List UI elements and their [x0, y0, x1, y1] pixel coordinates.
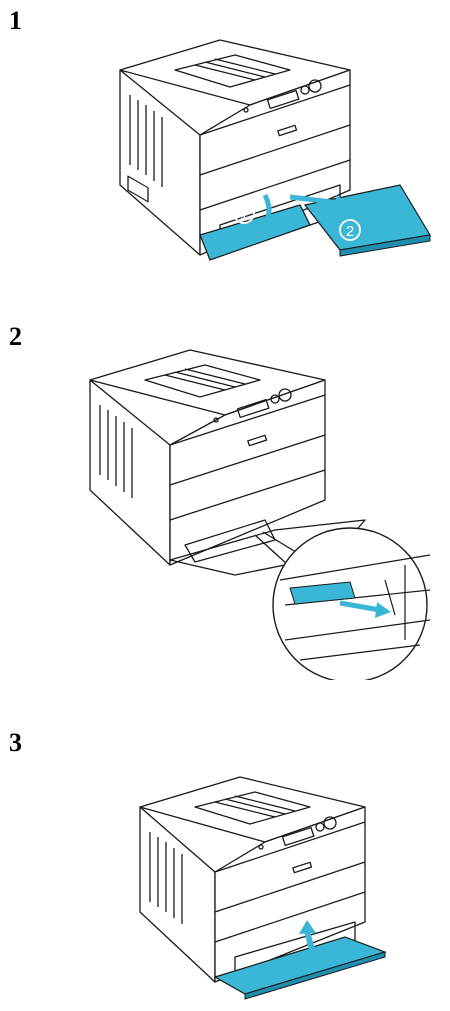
step-3-illustration	[139, 776, 387, 1000]
callout-2-circle	[339, 219, 361, 241]
step-2-illustration	[89, 349, 431, 680]
step-3-number: 3	[9, 728, 22, 757]
step-1-number: 1	[9, 6, 22, 35]
callout-1-circle	[233, 202, 255, 224]
callout-2-label: 2	[346, 223, 354, 240]
step-1-illustration: 1 2	[119, 39, 431, 261]
callout-1-label: 1	[240, 206, 248, 223]
step-2-number: 2	[9, 322, 22, 351]
